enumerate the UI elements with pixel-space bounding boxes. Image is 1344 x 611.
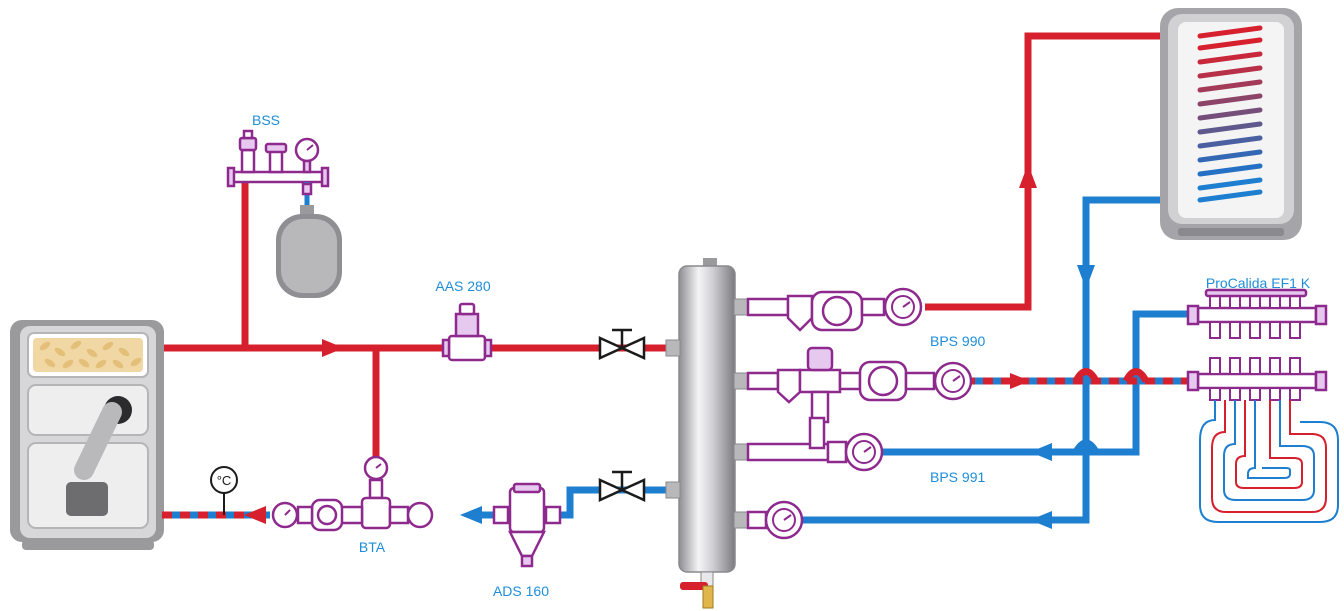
- boiler-return-thermometer: °C: [210, 466, 238, 515]
- thermometer-icon: [210, 466, 238, 494]
- aas-280-air-vent: [441, 302, 493, 362]
- bta-thermostatic-group: [271, 455, 434, 532]
- label-procalida-ef1-k: ProCalida EF1 K: [1206, 275, 1311, 291]
- pump-icon: [821, 295, 853, 327]
- heating-coil-icon: [1197, 25, 1263, 203]
- label-bss: BSS: [252, 112, 280, 128]
- label-aas-280: AAS 280: [435, 278, 490, 294]
- arrow-right-icon: [322, 339, 344, 357]
- mixing-pump-group: [746, 346, 973, 424]
- arrow-right-icon: [1010, 373, 1030, 389]
- bss-safety-group: [226, 129, 330, 210]
- expansion-vessel: [276, 205, 342, 298]
- thermometer-gauge-icon: [406, 501, 434, 529]
- label-bta: BTA: [359, 539, 386, 555]
- return-ball-valve: [598, 470, 646, 502]
- label-ads-160: ADS 160: [493, 583, 549, 599]
- thermometer-symbol: °C: [217, 473, 232, 488]
- tank-return-group: [746, 500, 804, 540]
- label-bps-990: BPS 990: [930, 333, 985, 349]
- flow-arrows: [244, 164, 1095, 529]
- arrow-left-icon: [460, 506, 482, 524]
- label-bps-991: BPS 991: [930, 469, 985, 485]
- pipe-crossovers: [1072, 368, 1150, 454]
- hydraulic-separator: [665, 258, 749, 609]
- ads-160-dirt-separator: [492, 482, 562, 568]
- bps-991-return-group: [746, 416, 884, 472]
- procalida-manifold: [1186, 288, 1328, 401]
- underfloor-heating-loop-icon: [1199, 400, 1339, 523]
- arrow-left-icon: [1030, 511, 1052, 529]
- hot-water-tank: [1160, 8, 1302, 240]
- pump-icon: [867, 365, 899, 397]
- drain-valve-icon: [680, 571, 714, 609]
- bps-990-pump-group: [746, 287, 923, 332]
- arrow-left-icon: [1030, 443, 1052, 461]
- arrow-down-icon: [1077, 265, 1095, 289]
- arrow-left-icon: [244, 506, 266, 524]
- supply-ball-valve: [598, 328, 646, 360]
- arrow-up-icon: [1019, 164, 1037, 188]
- pellet-boiler: [10, 320, 164, 550]
- pellet-hopper-icon: [33, 338, 143, 372]
